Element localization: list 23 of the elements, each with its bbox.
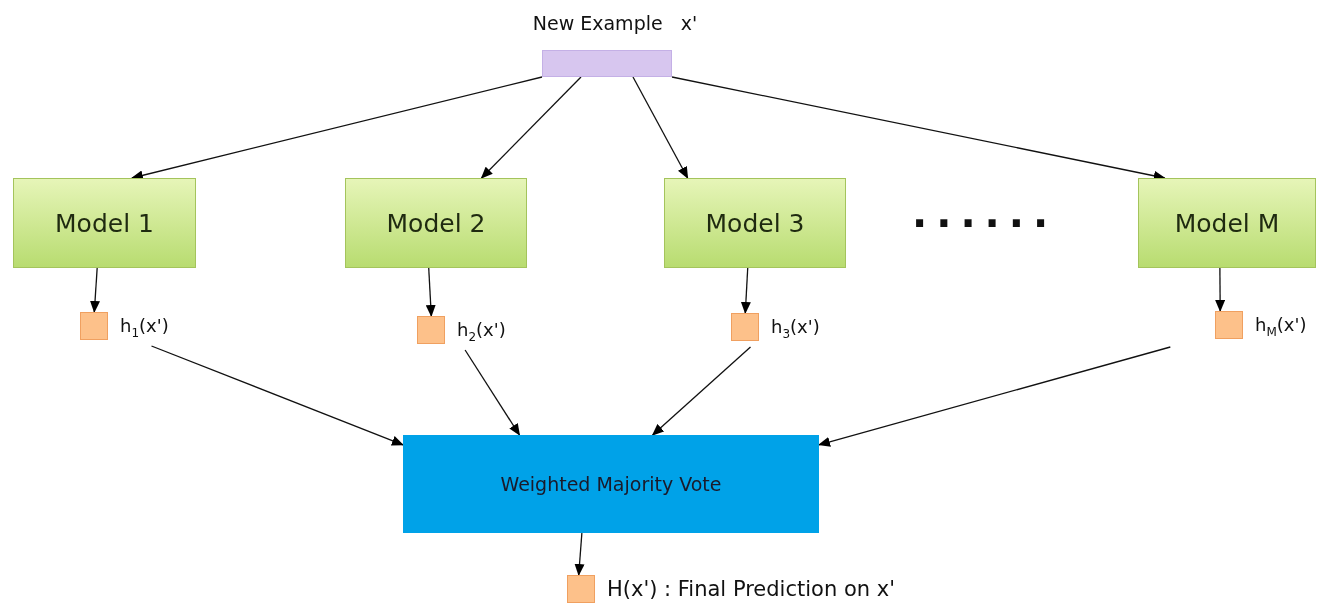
- output-label: h$_{3}$(x'): [771, 316, 820, 341]
- arrow: [651, 346, 752, 436]
- output-label: H(x') : Final Prediction on x': [607, 577, 895, 601]
- model-box: Model 2: [345, 178, 527, 268]
- arrow: [818, 346, 1171, 447]
- ellipsis: ......: [912, 190, 1058, 236]
- arrow: [425, 267, 436, 317]
- output-label: h$_{1}$(x'): [120, 315, 169, 340]
- arrow: [90, 267, 100, 313]
- model-box: Model 3: [664, 178, 846, 268]
- arrow: [150, 345, 404, 446]
- output-label: h$_{M}$(x'): [1255, 314, 1307, 339]
- arrow: [464, 349, 521, 436]
- arrow: [480, 76, 582, 179]
- arrow: [740, 267, 751, 314]
- model-box: Model M: [1138, 178, 1316, 268]
- node-label: New Example x': [531, 12, 699, 34]
- arrow: [632, 76, 689, 179]
- model-box: Model 1: [13, 178, 196, 268]
- arrow: [574, 532, 585, 576]
- output-label: h$_{2}$(x'): [457, 319, 506, 344]
- arrow: [1215, 267, 1226, 312]
- vote-box: Weighted Majority Vote: [403, 435, 819, 533]
